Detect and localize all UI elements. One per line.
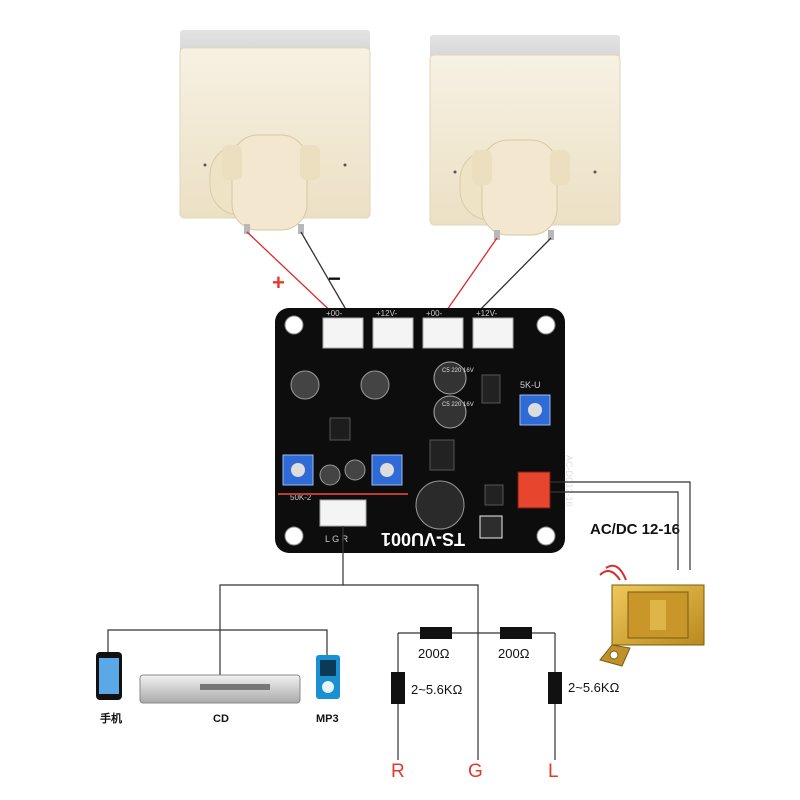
resistor-series-2: [500, 627, 532, 639]
phone-label: 手机: [100, 711, 122, 725]
resistor-shunt-left: [391, 672, 405, 704]
capacitor-1: [290, 370, 320, 400]
meter-wires: [246, 231, 552, 321]
resistor-series-2-label: 200Ω: [498, 646, 530, 661]
resistor-shunt-left-label: 2~5.6KΩ: [411, 682, 463, 697]
resistor-series-1: [420, 627, 452, 639]
transformer-icon: [599, 564, 705, 667]
phone-icon: [96, 652, 122, 700]
terminal-l: L: [548, 761, 559, 782]
meter-right: [429, 35, 621, 240]
board-name: TS-VU001: [381, 529, 465, 549]
meter-connector-4: +12V-: [472, 309, 514, 349]
audio-input-connector: [319, 499, 367, 527]
svg-text:C5 220 16V: C5 220 16V: [442, 368, 474, 374]
mp3-label: MP3: [316, 713, 339, 725]
svg-text:50K-2: 50K-2: [290, 493, 312, 502]
meter-connector-3: +00-: [422, 309, 464, 349]
minus-label: −: [328, 266, 341, 291]
meter-connector-1: +00-: [322, 309, 364, 349]
capacitor-4: [433, 395, 467, 429]
svg-text:AC-DC12-16: AC-DC12-16: [564, 455, 574, 507]
svg-text:+00-: +00-: [426, 309, 443, 318]
svg-text:L G R: L G R: [325, 534, 349, 544]
meter-left: [179, 30, 371, 234]
svg-text:+00-: +00-: [326, 309, 343, 318]
capacitor-6: [344, 459, 366, 481]
terminal-r: R: [391, 761, 405, 782]
cd-label: CD: [213, 713, 229, 725]
svg-text:C5 220 16V: C5 220 16V: [442, 402, 474, 408]
power-connector: [517, 471, 551, 509]
meter-connector-2: +12V-: [372, 309, 414, 349]
capacitor-5: [319, 464, 341, 486]
resistor-shunt-right-label: 2~5.6KΩ: [568, 680, 620, 695]
mp3-player-icon: [316, 655, 340, 699]
svg-text:+12V-: +12V-: [376, 309, 397, 318]
cd-player-icon: [139, 674, 301, 704]
capacitor-2: [360, 370, 390, 400]
resistor-shunt-right: [548, 672, 562, 704]
resistor-series-1-label: 200Ω: [418, 646, 450, 661]
power-wires: [550, 481, 691, 570]
capacitor-large: [415, 480, 465, 530]
power-label: AC/DC 12-16: [590, 521, 680, 538]
vu-driver-board: +00- +12V- +00- +12V- C5 220 16V C5 220 …: [275, 308, 574, 553]
plus-label: +: [272, 270, 285, 295]
capacitor-3: [433, 361, 467, 395]
svg-text:5K-U: 5K-U: [520, 380, 541, 390]
terminal-g: G: [468, 761, 483, 782]
svg-text:+12V-: +12V-: [476, 309, 497, 318]
